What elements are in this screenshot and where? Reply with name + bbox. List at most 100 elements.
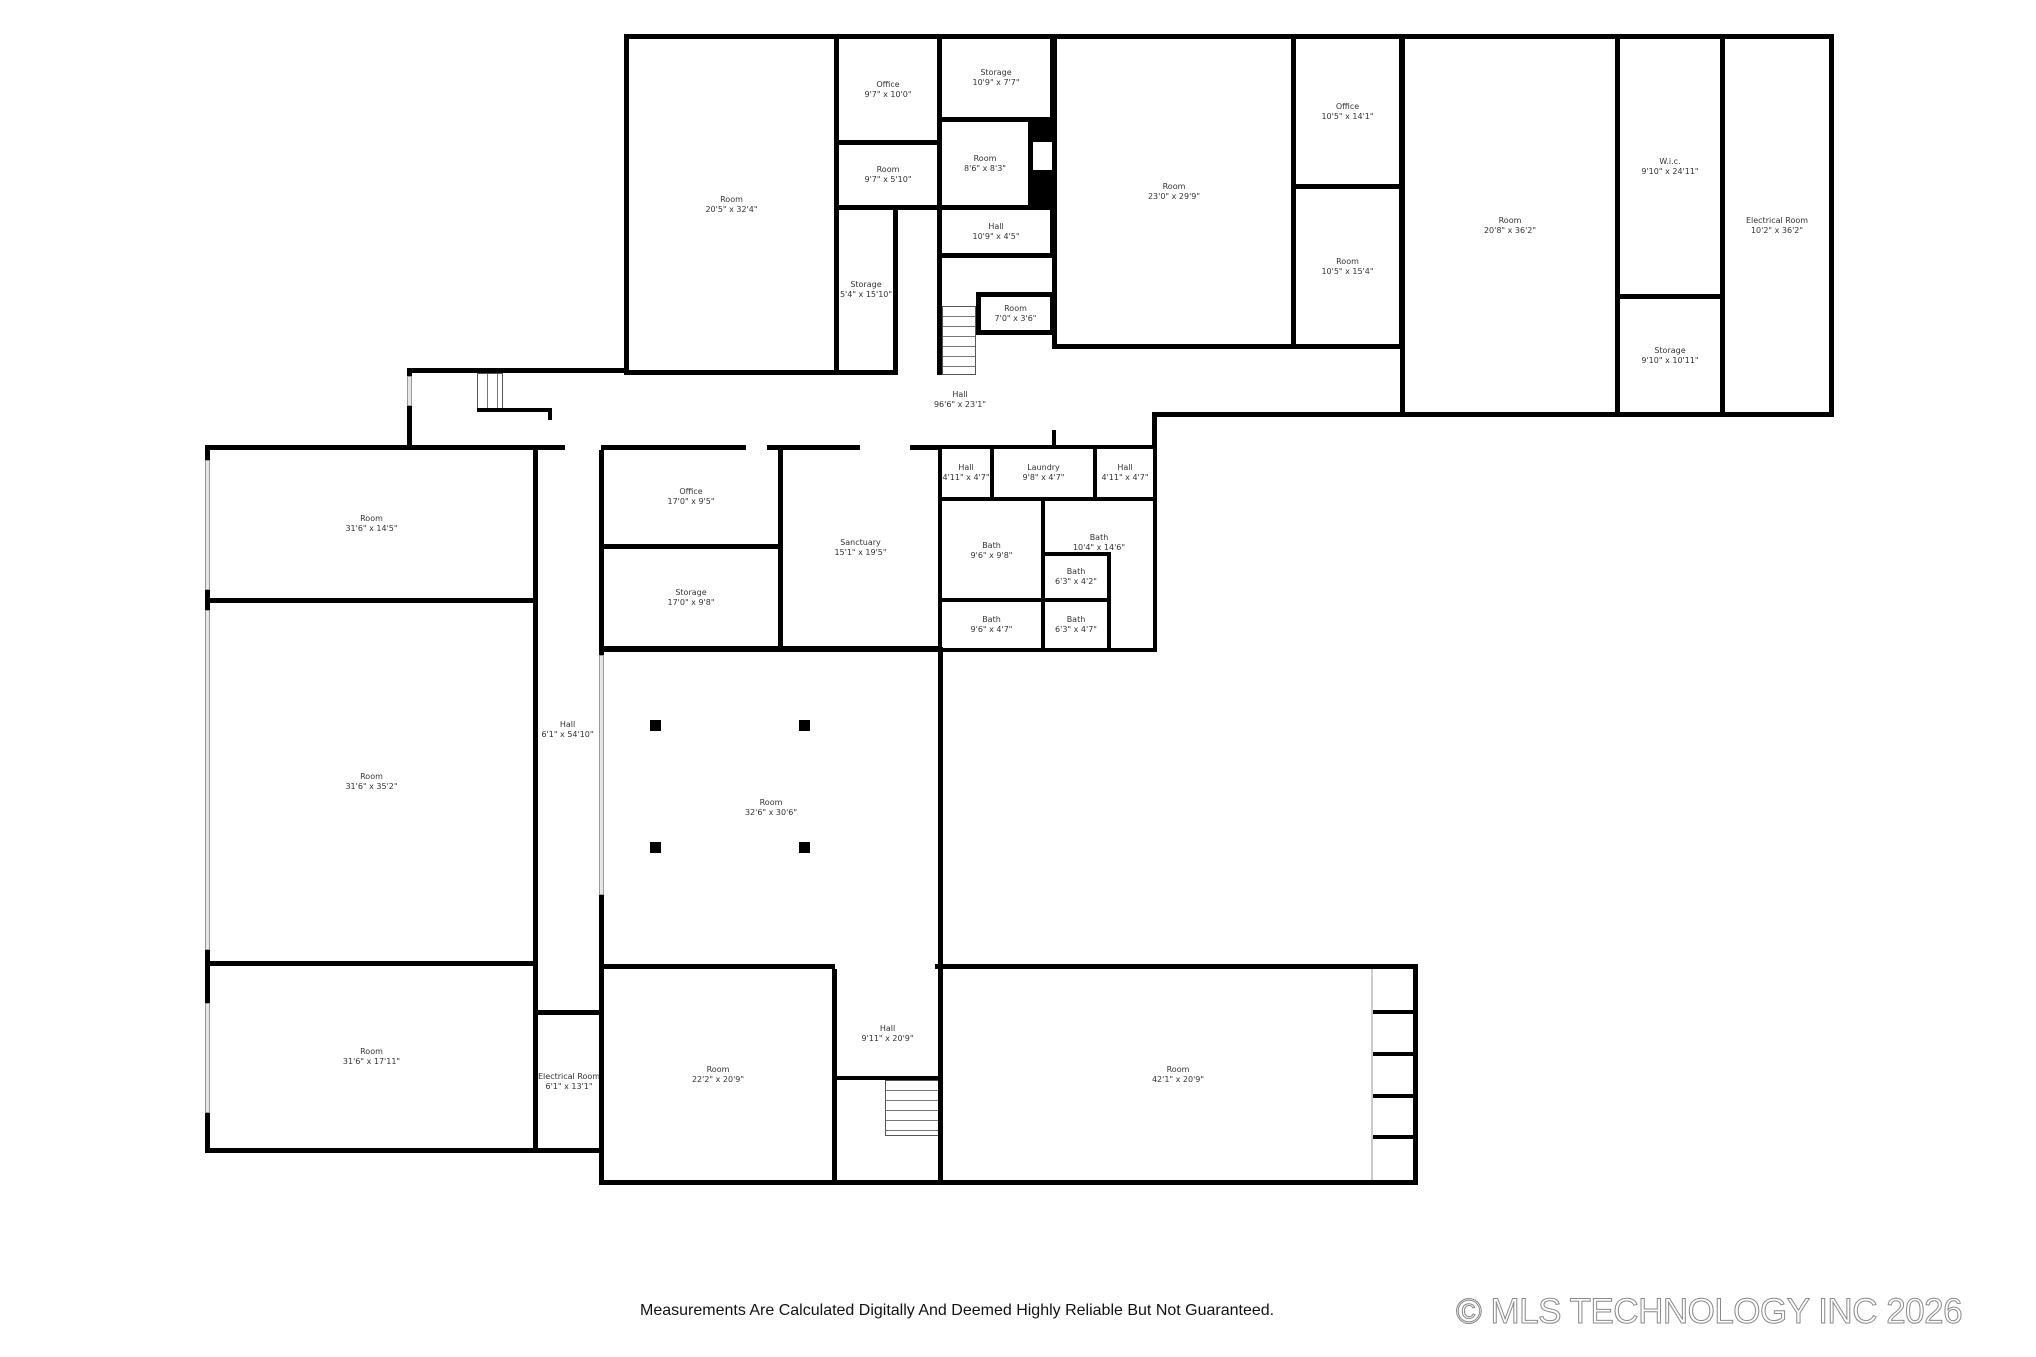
room-dims: 23'0" x 29'9" <box>1147 191 1201 201</box>
room-dims: 7'0" x 3'6" <box>994 313 1037 323</box>
room-name: Hall <box>879 1024 896 1033</box>
shelf <box>1373 1094 1413 1098</box>
chimney <box>1030 170 1053 208</box>
room-dims: 9'11" x 20'9" <box>861 1034 914 1043</box>
room-name: Bath <box>982 615 1001 624</box>
column <box>799 842 810 853</box>
window <box>205 1003 210 1113</box>
room-dims: 32'6" x 30'6" <box>744 808 798 817</box>
disclaimer-text: Measurements Are Calculated Digitally An… <box>640 1302 1275 1319</box>
room-name: Storage <box>850 280 882 289</box>
room-dims: 31'6" x 14'5" <box>345 524 398 533</box>
room-name: W.i.c. <box>1659 156 1681 166</box>
room-name: Room <box>706 1064 730 1074</box>
room-name: Hall <box>559 720 576 729</box>
doorway <box>565 445 601 450</box>
room-dims: 42'1" x 20'9" <box>1151 1074 1205 1084</box>
room-name: Room <box>876 165 900 174</box>
wall <box>1052 430 1056 446</box>
room-name: Room <box>1162 181 1186 191</box>
room-dims: 10'9" x 4'5" <box>972 231 1020 241</box>
doorway <box>746 445 767 450</box>
room-dims: 22'2" x 20'9" <box>691 1074 745 1084</box>
room-dims: 10'9" x 7'7" <box>972 78 1020 87</box>
room-name: Room <box>1498 215 1522 225</box>
room-dims: 9'10" x 10'11" <box>1641 355 1699 365</box>
room-name: Hall <box>1117 463 1133 472</box>
wall <box>937 253 942 375</box>
room-name: Room <box>360 1047 383 1056</box>
room-dims: 9'10" x 24'11" <box>1641 166 1699 176</box>
room-name: Room <box>973 153 997 163</box>
room-dims: 6'3" x 4'7" <box>1055 625 1097 634</box>
doorway <box>860 445 910 450</box>
room-dims: 9'7" x 10'0" <box>864 89 912 99</box>
shelf <box>1373 1135 1413 1139</box>
room-name: Room <box>360 772 383 781</box>
room-dims: 6'1" x 54'10" <box>541 730 594 739</box>
shelf <box>1373 1052 1413 1056</box>
room-name: Storage <box>1654 345 1686 355</box>
room-dims: 9'6" x 4'7" <box>970 625 1013 634</box>
room-name: Room <box>1004 303 1027 313</box>
room-name: Room <box>360 514 383 523</box>
room-name: Room <box>759 798 783 807</box>
room-name: Office <box>1335 101 1360 111</box>
room-name: Bath <box>1089 533 1109 542</box>
doorway <box>835 964 935 969</box>
room-name: Room <box>1336 256 1359 266</box>
window <box>205 460 210 590</box>
room-dims: 15'1" x 19'5" <box>834 548 887 557</box>
column <box>650 842 661 853</box>
room-name: Hall <box>958 463 974 472</box>
room-name: Hall <box>952 390 968 399</box>
window <box>407 376 412 406</box>
room-name: Room <box>1166 1064 1190 1074</box>
room-dims: 9'8" x 4'7" <box>1022 473 1065 482</box>
room-wic: W.i.c.9'10" x 24'11" <box>1615 34 1725 299</box>
room-name: Bath <box>1066 615 1086 624</box>
room-dims: 8'6" x 8'3" <box>964 163 1006 173</box>
room-dims: 17'0" x 9'5" <box>667 497 715 506</box>
room-name: Electrical Room <box>538 1071 601 1081</box>
stairs <box>885 1080 939 1136</box>
copyright-watermark: © MLS TECHNOLOGY INC 2026 <box>1455 1292 1963 1332</box>
room-name: Bath <box>982 540 1001 550</box>
room-name: Storage <box>980 68 1012 77</box>
wall <box>407 368 627 373</box>
room-name: Bath <box>1066 567 1086 576</box>
partition <box>1371 969 1373 1180</box>
room-name: Office <box>679 487 703 496</box>
room-name: Storage <box>675 587 707 597</box>
room-dims: 9'6" x 9'8" <box>970 550 1013 560</box>
room-name: Office <box>876 79 900 89</box>
window <box>205 610 210 950</box>
